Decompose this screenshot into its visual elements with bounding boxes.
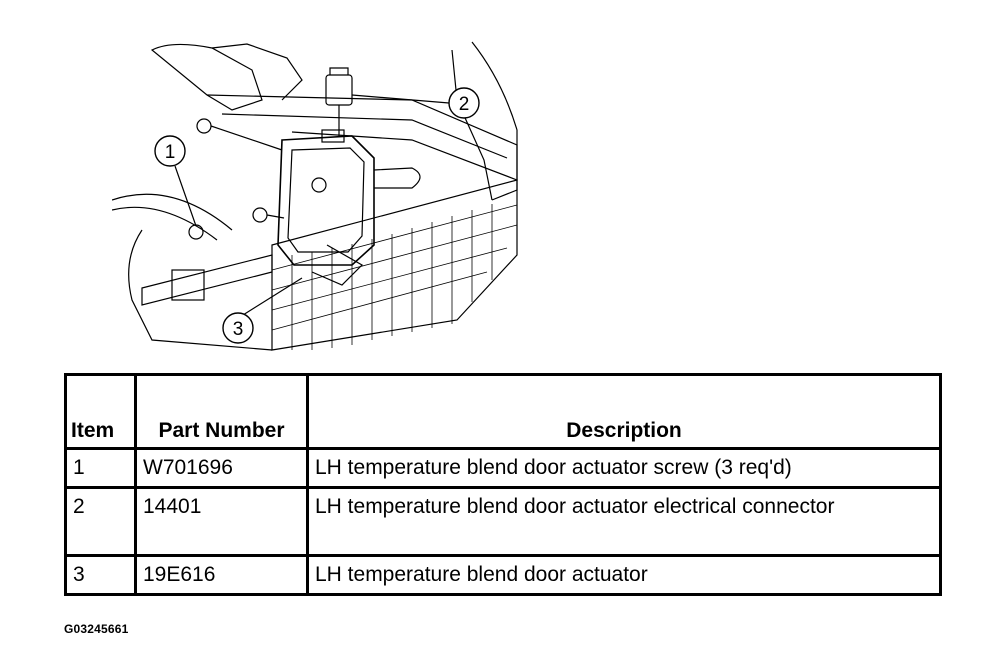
callout-2: 2 <box>459 94 470 115</box>
cell-item: 1 <box>64 447 137 489</box>
table-header-row: Item Part Number Description <box>64 373 942 450</box>
header-part-number: Part Number <box>134 373 309 450</box>
cell-item: 3 <box>64 554 137 596</box>
cell-description: LH temperature blend door actuator elect… <box>306 486 942 557</box>
figure-code: G03245661 <box>64 622 129 636</box>
table-row: 1 W701696 LH temperature blend door actu… <box>64 447 942 489</box>
actuator-illustration: 1 2 3 <box>112 41 518 351</box>
cell-item: 2 <box>64 486 137 557</box>
callout-1: 1 <box>165 142 176 163</box>
header-item: Item <box>64 373 137 450</box>
table-row: 3 19E616 LH temperature blend door actua… <box>64 554 942 596</box>
cell-part-number: 14401 <box>134 486 309 557</box>
table-row: 2 14401 LH temperature blend door actuat… <box>64 486 942 557</box>
cell-part-number: 19E616 <box>134 554 309 596</box>
header-description: Description <box>306 373 942 450</box>
cell-description: LH temperature blend door actuator screw… <box>306 447 942 489</box>
cell-description: LH temperature blend door actuator <box>306 554 942 596</box>
parts-table: Item Part Number Description 1 W701696 L… <box>64 373 942 596</box>
callout-3: 3 <box>233 319 244 340</box>
cell-part-number: W701696 <box>134 447 309 489</box>
